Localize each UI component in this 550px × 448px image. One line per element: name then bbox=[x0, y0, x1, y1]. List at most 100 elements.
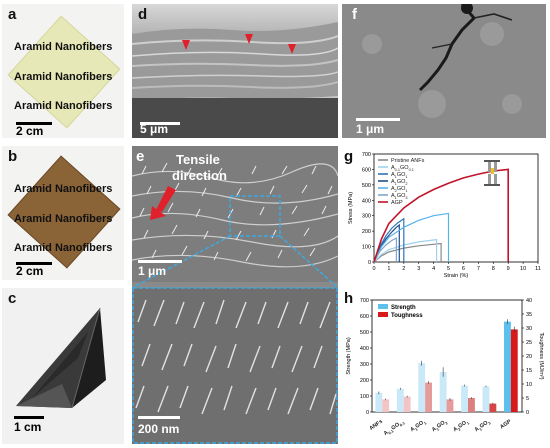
legend-label: A1GO1 bbox=[391, 172, 408, 179]
scale-label: 2 cm bbox=[16, 264, 44, 278]
x-tick-label: 4 bbox=[432, 266, 435, 272]
film-text-line-2: Aramid Nanofibers bbox=[14, 213, 113, 225]
scale-bar bbox=[14, 416, 44, 419]
strength-bar bbox=[439, 372, 447, 412]
toughness-bar bbox=[425, 382, 432, 412]
scale-bar bbox=[356, 118, 400, 121]
x-tick-label: A1GO1 bbox=[409, 418, 428, 434]
x-tick-label: A1GO2 bbox=[431, 419, 449, 434]
panel-label: d bbox=[138, 6, 148, 23]
y-tick-label: 400 bbox=[360, 346, 369, 352]
panel-label: a bbox=[8, 6, 17, 23]
scale-bar bbox=[16, 122, 52, 125]
y-tick-label: 0 bbox=[366, 410, 369, 416]
panel-d: d 5 μm bbox=[132, 4, 338, 138]
x-tick-label: 5 bbox=[447, 266, 450, 272]
y2-tick-label: 30 bbox=[526, 326, 532, 332]
scale-label: 1 cm bbox=[14, 420, 42, 434]
scale-label: 2 cm bbox=[16, 124, 44, 138]
film-text-line-2: Aramid Nanofibers bbox=[14, 71, 113, 83]
strength-bar bbox=[504, 321, 511, 412]
y-axis-label: Stress (MPa) bbox=[348, 192, 354, 224]
panel-label: g bbox=[344, 148, 354, 165]
y-tick-label: 400 bbox=[362, 198, 371, 204]
x-tick-label: AGP bbox=[499, 419, 512, 431]
scale-bar bbox=[16, 262, 52, 265]
paper-plane-photo bbox=[16, 307, 106, 409]
y-tick-label: 200 bbox=[360, 378, 369, 384]
series-line-pristine anfs bbox=[373, 242, 442, 263]
tensile-test-inset-icon bbox=[484, 160, 500, 186]
series-line-a1go1 bbox=[373, 217, 405, 263]
film-text-line-3: Aramid Nanofibers bbox=[14, 100, 113, 112]
panel-a: a Aramid Nanofibers Aramid Nanofibers Ar… bbox=[2, 4, 124, 138]
legend-swatch-toughness bbox=[378, 312, 388, 317]
panel-b: b Aramid Nanofibers Aramid Nanofibers Ar… bbox=[2, 146, 124, 280]
strength-bar bbox=[461, 385, 468, 412]
scale-label: 5 μm bbox=[140, 122, 169, 136]
legend-label-strength: Strength bbox=[391, 305, 416, 311]
x-tick-label: 7 bbox=[477, 266, 480, 272]
sem-fracture-surface bbox=[132, 146, 338, 444]
panel-f: f 1 μm bbox=[342, 4, 546, 138]
toughness-bar bbox=[382, 399, 390, 412]
clamp-post bbox=[494, 174, 497, 184]
panel-label: c bbox=[8, 290, 17, 307]
scale-bar-bottom bbox=[138, 416, 180, 419]
y2-tick-label: 25 bbox=[526, 340, 532, 346]
y-tick-label: 700 bbox=[360, 298, 369, 304]
series-line-a1go3 bbox=[373, 237, 397, 263]
clamp-bottom bbox=[484, 184, 500, 186]
y2-tick-label: 10 bbox=[526, 382, 532, 388]
y2-tick-label: 15 bbox=[526, 368, 532, 374]
film-text-line-3: Aramid Nanofibers bbox=[14, 242, 113, 254]
clamp-post bbox=[488, 162, 491, 172]
y-tick-label: 500 bbox=[362, 183, 371, 189]
x-tick-label: 1 bbox=[387, 266, 390, 272]
x-tick-label: 10 bbox=[520, 266, 526, 272]
y-tick-label: 500 bbox=[360, 330, 369, 336]
legend-label: Pristine ANFs bbox=[391, 158, 425, 164]
clamp-post bbox=[488, 174, 491, 184]
legend-label: A2GO1 bbox=[391, 186, 408, 193]
series-line-a2go1 bbox=[373, 212, 450, 263]
y2-axis-label: Toughness (MJ/m³) bbox=[538, 332, 544, 379]
sem-cross-section bbox=[132, 4, 338, 138]
toughness-bar bbox=[403, 396, 411, 412]
panel-label: f bbox=[352, 6, 357, 23]
y-tick-label: 100 bbox=[360, 394, 369, 400]
y-tick-label: 200 bbox=[362, 229, 371, 235]
panel-c: c 1 cm bbox=[2, 288, 124, 444]
x-tick-label: A1GO3 bbox=[474, 419, 492, 434]
scale-label-top: 1 μm bbox=[138, 264, 167, 278]
plot-frame bbox=[373, 153, 539, 263]
panel-label: h bbox=[344, 290, 354, 307]
y-tick-label: 700 bbox=[362, 152, 371, 158]
x-tick-label: 0 bbox=[372, 266, 375, 272]
x-tick-label: 11 bbox=[535, 266, 541, 272]
legend-label: A1GO2 bbox=[391, 179, 408, 186]
scale-label-bottom: 200 nm bbox=[138, 422, 180, 436]
legend-label: A0.1GO0.1 bbox=[391, 165, 414, 172]
x-tick-label: 6 bbox=[462, 266, 465, 272]
clamp-top bbox=[484, 160, 500, 162]
tensile-direction-label-line-1: Tensile bbox=[176, 152, 220, 167]
x-tick-label: 3 bbox=[417, 266, 420, 272]
y2-tick-label: 5 bbox=[526, 396, 529, 402]
specimen bbox=[491, 168, 494, 174]
film-text-line-1: Aramid Nanofibers bbox=[14, 41, 113, 53]
y2-tick-label: 0 bbox=[526, 410, 529, 416]
x-tick-label: A0.1GO0.1 bbox=[383, 418, 407, 438]
toughness-bar bbox=[489, 403, 497, 412]
y2-tick-label: 35 bbox=[526, 312, 532, 318]
y-tick-label: 300 bbox=[362, 214, 371, 220]
y2-tick-label: 40 bbox=[526, 298, 532, 304]
x-tick-label: 2 bbox=[402, 266, 405, 272]
y-tick-label: 600 bbox=[362, 167, 371, 173]
y-tick-label: 0 bbox=[368, 260, 371, 266]
strength-bar bbox=[482, 386, 490, 412]
clamp-post bbox=[494, 162, 497, 172]
scale-label: 1 μm bbox=[356, 122, 385, 136]
